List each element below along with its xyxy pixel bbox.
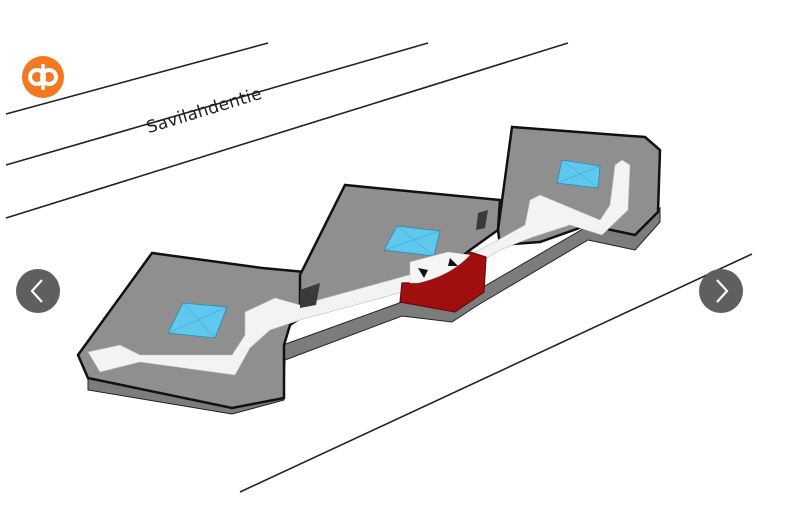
chevron-right-icon [716, 279, 729, 303]
previous-button[interactable] [16, 269, 60, 313]
highlighted-unit[interactable] [399, 251, 487, 313]
next-button[interactable] [699, 269, 743, 313]
street-lines [5, 42, 753, 493]
entrance-arrow-icon [448, 258, 458, 266]
entrance-arrow-icon [418, 268, 428, 278]
chevron-left-icon [30, 279, 43, 303]
stairs [300, 210, 488, 308]
atriums [167, 159, 601, 339]
op-logo-icon [22, 56, 64, 98]
corridor [87, 159, 631, 376]
